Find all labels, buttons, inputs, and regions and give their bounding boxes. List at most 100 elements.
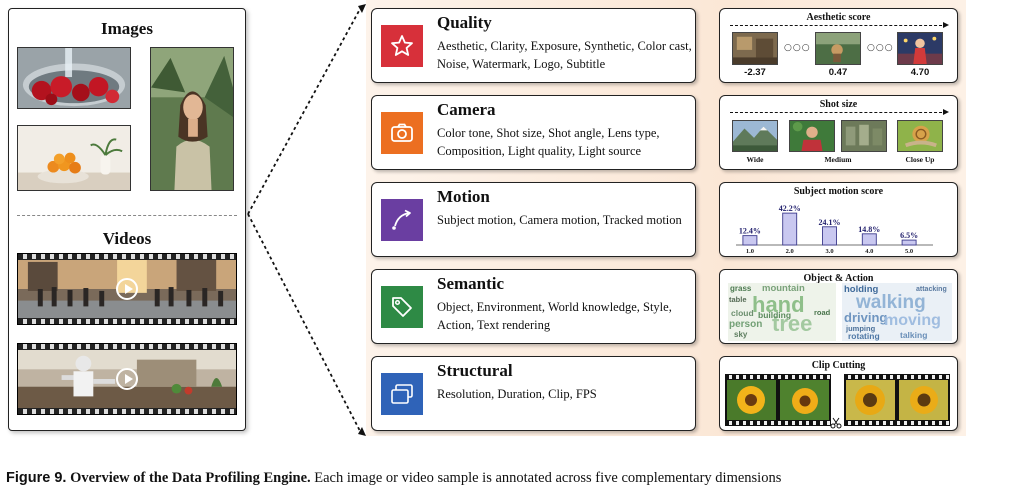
motion-arrow-icon	[392, 209, 411, 230]
chart-bar	[822, 226, 837, 246]
chart-bar	[782, 212, 798, 246]
play-icon[interactable]	[116, 278, 138, 300]
chart-tick-label: 4.0	[865, 248, 873, 255]
semantic-icon-box	[381, 286, 423, 328]
cloud-word: moving	[884, 312, 941, 329]
example-object-action: Object & Action grass mountain hand tabl…	[719, 269, 958, 344]
cloud-word: hand	[752, 292, 805, 317]
shot-image-wide	[732, 120, 778, 152]
chart-tick-label: 3.0	[825, 248, 833, 255]
shot-image-medium	[789, 120, 835, 152]
chart-bar	[742, 235, 758, 246]
chart-bar	[901, 239, 917, 246]
cloud-word: talking	[900, 330, 928, 340]
cloud-word: attacking	[916, 286, 947, 293]
cloud-word: tree	[772, 311, 813, 336]
dimension-title: Structural	[437, 361, 513, 380]
caption-title: Overview of the Data Profiling Engine.	[70, 470, 311, 486]
quality-icon-box	[381, 25, 423, 67]
dimension-card-camera: Camera Color tone, Shot size, Shot angle…	[371, 95, 696, 170]
aesthetic-image-high	[897, 32, 943, 65]
score-label: -2.37	[744, 67, 766, 78]
chart-data-label: 14.8%	[858, 225, 880, 234]
scale-arrow	[730, 109, 949, 115]
example-title: Aesthetic score	[806, 12, 871, 23]
cloud-word: grass	[730, 284, 752, 293]
example-clip-cutting: Clip Cutting	[719, 356, 958, 431]
video-thumb-robot-kitchen[interactable]	[17, 343, 237, 415]
example-title: Shot size	[819, 99, 858, 110]
shot-label: Wide	[746, 155, 764, 164]
dimension-desc: Color tone, Shot size, Shot angle, Lens …	[437, 126, 660, 158]
clip-strip-right	[844, 374, 950, 426]
dimension-card-motion: Motion Subject motion, Camera motion, Tr…	[371, 182, 696, 257]
dimension-desc: Aesthetic, Clarity, Exposure, Synthetic,…	[437, 39, 692, 71]
figure-caption: Figure 9. Overview of the Data Profiling…	[6, 470, 1006, 487]
dimension-card-quality: Quality Aesthetic, Clarity, Exposure, Sy…	[371, 8, 696, 83]
chart-data-label: 6.5%	[900, 231, 918, 240]
image-thumb-woman-portrait	[150, 47, 234, 191]
shot-image-medium-2	[841, 120, 887, 152]
layers-icon	[391, 384, 413, 404]
motion-bar-chart: 12.4%1.042.2%2.024.1%3.014.8%4.06.5%5.0	[736, 204, 933, 255]
aesthetic-image-mid	[815, 32, 861, 65]
images-heading: Images	[101, 19, 153, 38]
example-title: Clip Cutting	[811, 360, 866, 371]
caption-label: Figure 9.	[6, 470, 67, 486]
example-title: Object & Action	[803, 273, 874, 284]
dimension-card-structural: Structural Resolution, Duration, Clip, F…	[371, 356, 696, 431]
media-panel: Images	[8, 8, 246, 431]
score-label: 0.47	[828, 67, 848, 78]
play-icon[interactable]	[116, 368, 138, 390]
cloud-word: sky	[734, 330, 748, 339]
cloud-word: mountain	[762, 283, 805, 294]
dimension-title: Motion	[437, 187, 490, 206]
chart-title: Subject motion score	[793, 186, 884, 197]
dimension-desc: Object, Environment, World knowledge, St…	[437, 300, 672, 332]
chart-data-label: 24.1%	[819, 218, 841, 227]
chart-bar	[861, 233, 877, 246]
media-divider	[17, 215, 237, 216]
cloud-word: table	[729, 295, 747, 304]
ellipsis: ○○○	[784, 43, 811, 53]
shot-image-closeup	[897, 120, 943, 152]
cloud-word: rotating	[848, 331, 880, 341]
videos-heading: Videos	[102, 229, 152, 248]
shot-label: Medium	[824, 155, 852, 164]
chart-data-label: 12.4%	[739, 227, 761, 236]
scissors-icon	[830, 417, 842, 429]
dimension-desc: Subject motion, Camera motion, Tracked m…	[437, 213, 682, 227]
video-thumb-street-crowd[interactable]	[17, 253, 237, 325]
caption-text: Each image or video sample is annotated …	[314, 470, 782, 486]
example-shot-size: Shot size Wide Medium Close Up	[719, 95, 958, 170]
object-word-cloud: grass mountain hand table tree building …	[728, 283, 836, 341]
dimension-title: Camera	[437, 100, 496, 119]
chart-tick-label: 2.0	[786, 248, 794, 255]
score-label: 4.70	[910, 67, 930, 78]
structural-icon-box	[381, 373, 423, 415]
example-aesthetic-score: Aesthetic score ○○○ ○○○ -2.37 0.47 4.70	[719, 8, 958, 83]
ellipsis: ○○○	[867, 43, 894, 53]
cloud-word: jumping	[846, 324, 876, 333]
star-icon	[391, 35, 413, 56]
dimension-card-semantic: Semantic Object, Environment, World know…	[371, 269, 696, 344]
cloud-word: driving	[844, 310, 888, 325]
camera-icon	[391, 123, 413, 142]
cloud-word: person	[729, 319, 763, 330]
action-word-cloud: holding attacking walking driving jumpin…	[842, 283, 952, 341]
dimension-desc: Resolution, Duration, Clip, FPS	[437, 387, 597, 401]
camera-icon-box	[381, 112, 423, 154]
aesthetic-image-low	[732, 32, 778, 65]
clip-strip-left	[725, 374, 831, 426]
scale-arrow	[730, 22, 949, 28]
cloud-word: cloud	[731, 308, 754, 318]
shot-label: Close Up	[905, 155, 935, 164]
chart-data-label: 42.2%	[779, 204, 801, 213]
cloud-word: road	[814, 308, 831, 317]
image-thumb-pomegranates	[17, 47, 131, 109]
cloud-word: walking	[856, 292, 926, 313]
dimension-title: Semantic	[437, 274, 505, 293]
dimension-title: Quality	[437, 13, 492, 32]
image-thumb-orange-bowl	[17, 125, 131, 191]
